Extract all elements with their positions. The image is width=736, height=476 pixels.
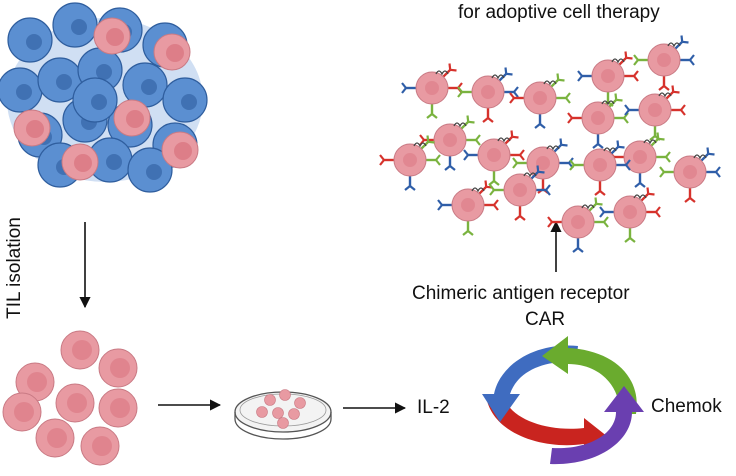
- tumor-cell-pink: [61, 143, 99, 181]
- car-t-cell: [401, 63, 463, 119]
- til-cell: [15, 362, 55, 402]
- culture-dish: [234, 389, 332, 440]
- dish-cell: [288, 408, 300, 420]
- til-cell: [2, 392, 42, 432]
- car-t-cell: [457, 67, 519, 123]
- dish-cell: [256, 406, 268, 418]
- tumor-cell-pink: [161, 131, 199, 169]
- tumor-cell-pink: [153, 33, 191, 71]
- til-cell: [60, 330, 100, 370]
- til-cell: [55, 383, 95, 423]
- til-cell: [35, 418, 75, 458]
- car-t-cell: [633, 35, 695, 91]
- chemokine-label-partial: Chemok: [651, 396, 722, 417]
- dish-cell: [264, 394, 276, 406]
- receptor-label-line1: Chimeric antigen receptor: [412, 283, 630, 304]
- tumor-tissue-cluster: [0, 2, 208, 193]
- tumor-cell-blue: [0, 67, 43, 113]
- cycle-arrow-green: [542, 336, 637, 414]
- tumor-cell-blue: [52, 2, 98, 48]
- tumor-cell-pink: [13, 109, 51, 147]
- tumor-cell-blue: [127, 147, 173, 193]
- car-t-cell: [569, 140, 631, 196]
- dish-cell: [277, 417, 289, 429]
- car-t-cell: [577, 51, 639, 107]
- isolated-til-cells: [2, 330, 138, 466]
- car-t-cell: [419, 115, 481, 171]
- tumor-cell-blue: [7, 17, 53, 63]
- car-t-cell: [463, 130, 525, 186]
- tumor-cell-blue: [72, 77, 118, 123]
- step-label-til-isolation: TIL isolation: [4, 217, 25, 319]
- tumor-cell-blue: [162, 77, 208, 123]
- receptor-label-line2: CAR: [525, 309, 566, 330]
- car-t-cell: [509, 73, 571, 129]
- dish-cell: [272, 407, 284, 419]
- engineered-car-t-cells: [379, 35, 721, 253]
- til-cell: [98, 348, 138, 388]
- til-cell: [98, 388, 138, 428]
- car-t-cell: [512, 138, 574, 194]
- tumor-cell-pink: [113, 99, 151, 137]
- cycle-arrow-purple: [550, 386, 644, 465]
- car-t-cell: [567, 93, 629, 149]
- car-t-cell: [609, 132, 671, 188]
- car-t-cell: [659, 147, 721, 203]
- car-t-cell: [437, 180, 499, 236]
- car-t-cell: [547, 197, 609, 253]
- tumor-cell-pink: [93, 17, 131, 55]
- title-partial: for adoptive cell therapy: [458, 2, 660, 23]
- cycle-arrow-blue: [482, 345, 578, 422]
- car-t-cell: [624, 85, 686, 141]
- car-t-cell: [599, 187, 661, 243]
- tumor-cell-blue: [122, 62, 168, 108]
- dish-cell: [279, 389, 291, 401]
- cycle-arrow-red: [486, 396, 608, 456]
- engineering-cycle-arrows: [482, 336, 644, 465]
- car-t-cell: [489, 165, 551, 221]
- til-cell: [80, 426, 120, 466]
- dish-cell: [294, 397, 306, 409]
- car-t-cell: [379, 135, 441, 191]
- cytokine-label: IL-2: [417, 397, 450, 418]
